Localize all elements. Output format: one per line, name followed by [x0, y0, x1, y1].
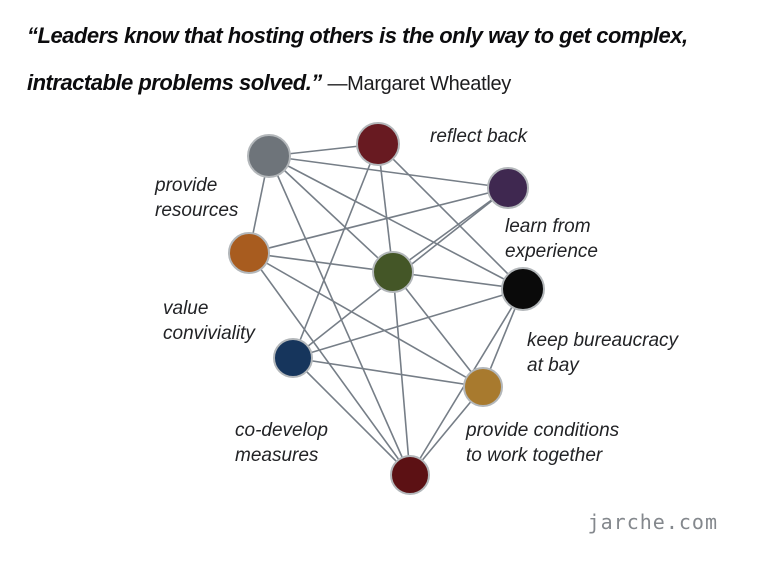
- label-line: learn from: [505, 216, 591, 237]
- node-purple: [487, 167, 529, 209]
- label-value-conviviality: value conviviality: [163, 296, 255, 346]
- node-maroon: [390, 455, 430, 495]
- edge-purple-orange: [248, 187, 509, 254]
- quote-line-1: “Leaders know that hosting others is the…: [27, 23, 688, 48]
- label-line: keep bureaucracy: [527, 330, 679, 351]
- edge-orange-gold: [248, 252, 484, 388]
- quote: “Leaders know that hosting others is the…: [27, 12, 753, 108]
- label-learn-from-experience: learn from experience: [505, 214, 598, 264]
- node-gold: [463, 367, 503, 407]
- label-line: experience: [505, 241, 598, 262]
- label-reflect-back: reflect back: [430, 124, 527, 149]
- quote-line-2: intractable problems solved.” —Margaret …: [27, 59, 753, 108]
- label-line: to work together: [466, 445, 603, 466]
- edge-green-maroon: [392, 271, 411, 476]
- label-line: provide conditions: [466, 420, 620, 441]
- node-black: [501, 267, 545, 311]
- label-line: reflect back: [430, 126, 528, 147]
- label-line: at bay: [527, 355, 579, 376]
- label-line: measures: [235, 445, 319, 466]
- edge-orange-green: [248, 252, 394, 273]
- edge-black-navy: [292, 288, 524, 359]
- node-navy: [273, 338, 313, 378]
- label-line: provide: [155, 175, 218, 196]
- edge-purple-green: [392, 187, 509, 273]
- quote-attribution: —Margaret Wheatley: [327, 73, 511, 95]
- node-darkred: [356, 122, 400, 166]
- quote-line-2-bold: intractable problems solved.”: [27, 70, 322, 95]
- edge-navy-maroon: [292, 357, 411, 476]
- edge-gray-maroon: [268, 155, 411, 476]
- edge-darkred-black: [377, 143, 524, 290]
- node-orange: [228, 232, 270, 274]
- label-provide-conditions: provide conditions to work together: [466, 418, 619, 468]
- label-line: value: [163, 298, 209, 319]
- label-co-develop-measures: co-develop measures: [235, 418, 328, 468]
- watermark: jarche.com: [587, 510, 718, 534]
- edge-gray-black: [268, 155, 524, 290]
- label-line: co-develop: [235, 420, 328, 441]
- edge-navy-gold: [292, 357, 484, 388]
- label-provide-resources: provide resources: [155, 173, 238, 223]
- label-line: resources: [155, 200, 239, 221]
- node-green: [372, 251, 414, 293]
- nodes-group: [228, 122, 545, 495]
- label-line: conviviality: [163, 323, 255, 344]
- edge-gray-green: [268, 155, 394, 273]
- edge-darkred-navy: [292, 143, 379, 359]
- label-keep-bureaucracy-at-bay: keep bureaucracy at bay: [527, 328, 678, 378]
- node-gray: [247, 134, 291, 178]
- edge-gray-purple: [268, 155, 509, 189]
- edge-green-gold: [392, 271, 484, 388]
